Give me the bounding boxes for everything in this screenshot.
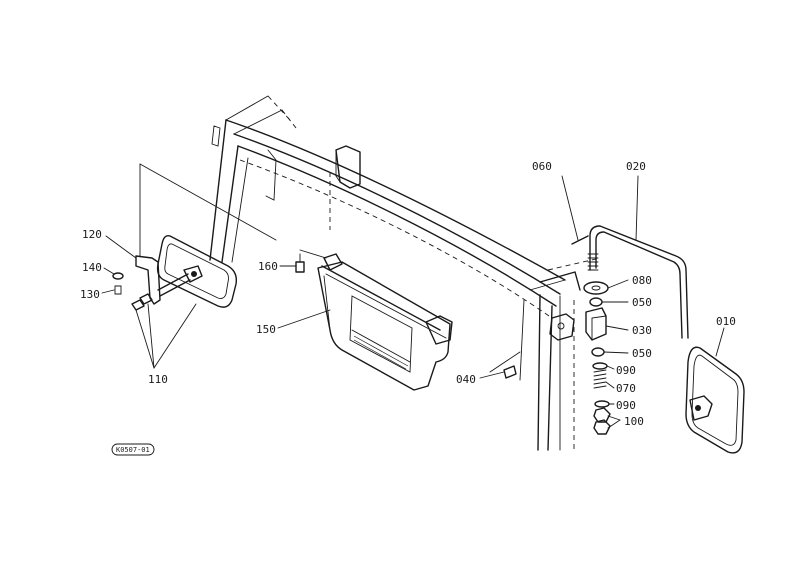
reference-code: K0507-01 — [116, 446, 150, 454]
reference-code-badge: K0507-01 — [111, 443, 155, 456]
callout-090-lower: 090 — [616, 399, 636, 412]
callout-100: 100 — [624, 415, 644, 428]
callout-020: 020 — [626, 160, 646, 173]
callout-050-upper: 050 — [632, 296, 652, 309]
callout-070: 070 — [616, 382, 636, 395]
sun-visor — [295, 249, 453, 391]
callout-090-upper: 090 — [616, 364, 636, 377]
callout-050-lower: 050 — [632, 347, 652, 360]
callout-030: 030 — [632, 324, 652, 337]
callout-060: 060 — [532, 160, 552, 173]
part-number-callouts: 010 020 030 040 050 050 060 070 080 090 … — [80, 160, 736, 428]
callout-130: 130 — [80, 288, 100, 301]
callout-040: 040 — [456, 373, 476, 386]
callout-110: 110 — [148, 373, 168, 386]
left-mirror-assembly — [112, 163, 277, 311]
callout-080: 080 — [632, 274, 652, 287]
callout-140: 140 — [82, 261, 102, 274]
callout-150: 150 — [256, 323, 276, 336]
right-mirror-assembly — [503, 225, 745, 454]
callout-010: 010 — [716, 315, 736, 328]
callout-120: 120 — [82, 228, 102, 241]
cab-frame — [209, 95, 601, 451]
leader-lines — [101, 175, 725, 429]
callout-160: 160 — [258, 260, 278, 273]
